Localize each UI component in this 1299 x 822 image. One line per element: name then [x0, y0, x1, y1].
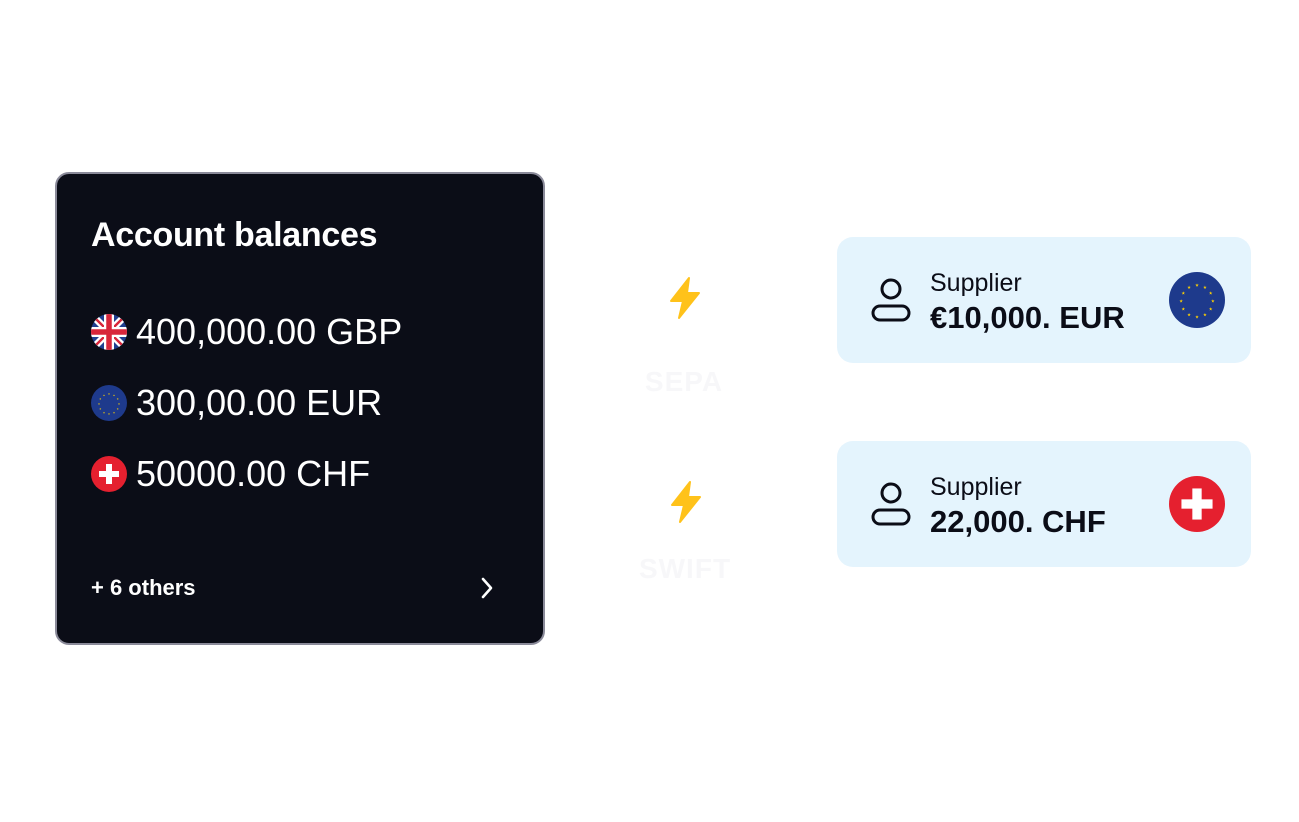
- chevron-right-icon[interactable]: [477, 574, 497, 602]
- recipient-label: Supplier: [930, 473, 1022, 501]
- transfer-amount: €10,000. EUR: [930, 300, 1125, 335]
- more-currencies-link[interactable]: + 6 others: [91, 574, 497, 602]
- more-currencies-label: + 6 others: [91, 575, 196, 600]
- balance-row-gbp: 400,000.00 GBP: [91, 311, 402, 353]
- account-balances-card: Account balances 400,000.00 GBP: [55, 172, 545, 645]
- transfer-rail-label: SWIFT: [638, 553, 732, 584]
- balance-amount: 300,00.00 EUR: [136, 382, 383, 423]
- recipient-label: Supplier: [930, 269, 1022, 297]
- transfer-rail-label: SEPA: [644, 366, 724, 397]
- person-icon: [871, 278, 911, 322]
- supplier-card-chf[interactable]: Supplier 22,000. CHF: [837, 441, 1251, 567]
- uk-flag-icon: [91, 314, 127, 350]
- transfer-amount: 22,000. CHF: [930, 504, 1106, 539]
- eu-flag-icon: [91, 385, 127, 421]
- swiss-flag-icon: [91, 456, 127, 492]
- card-title: Account balances: [91, 216, 378, 254]
- lightning-bolt-icon: [671, 481, 701, 523]
- lightning-bolt-icon: [670, 277, 700, 319]
- balance-row-chf: 50000.00 CHF: [91, 453, 370, 495]
- balance-amount: 50000.00 CHF: [136, 453, 371, 494]
- supplier-card-eur[interactable]: Supplier €10,000. EUR: [837, 237, 1251, 363]
- eu-flag-icon: [1169, 272, 1225, 328]
- person-icon: [871, 482, 911, 526]
- swiss-flag-icon: [1169, 476, 1225, 532]
- balance-row-eur: 300,00.00 EUR: [91, 382, 382, 424]
- balance-amount: 400,000.00 GBP: [136, 311, 403, 352]
